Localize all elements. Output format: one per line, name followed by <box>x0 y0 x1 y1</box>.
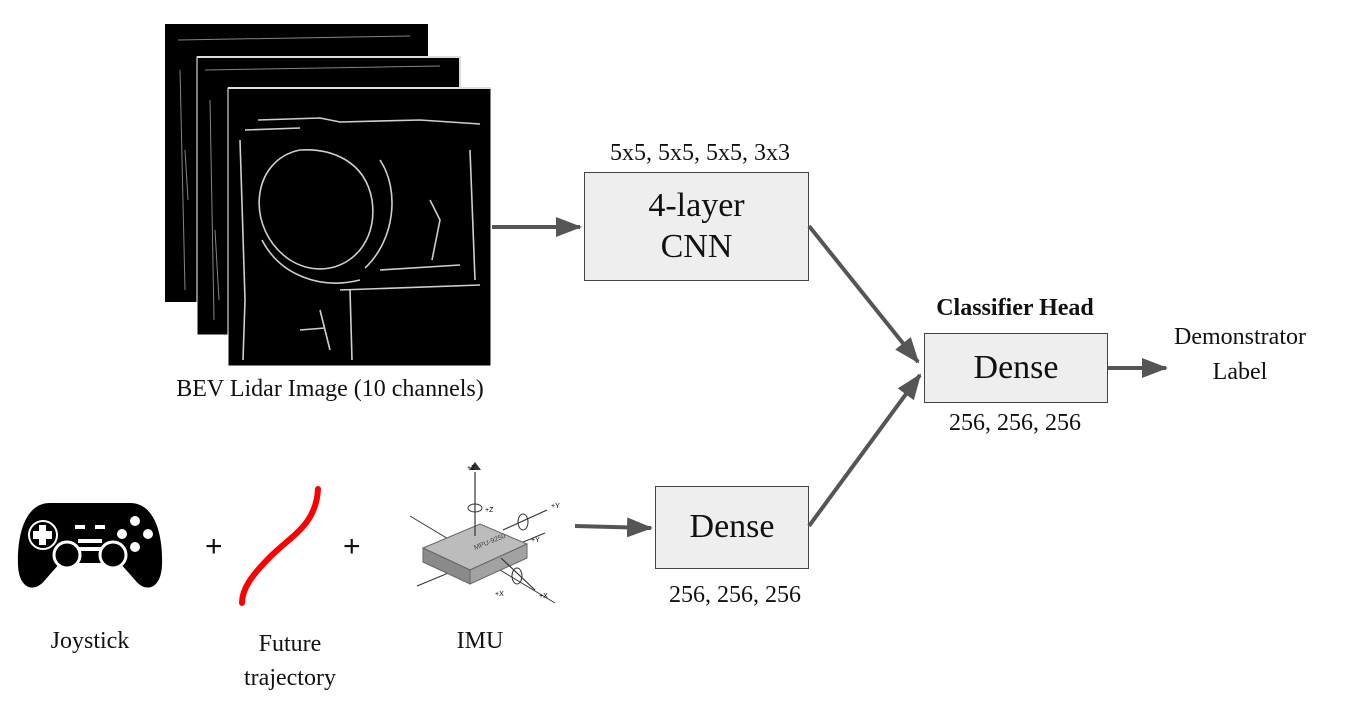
arrow-cnn-to-classifier <box>807 224 920 364</box>
joystick-icon <box>17 503 163 588</box>
cnn-label-line1: 4-layer <box>648 186 745 224</box>
arrow-inputs-to-dense <box>574 517 653 538</box>
cnn-label-line2: CNN <box>660 227 733 265</box>
trajectory-label-line1: Future <box>258 631 322 657</box>
imu-axis-y1: +Y <box>551 503 560 510</box>
imu-icon: MPU-9250 +Z +Z +Y +Y +X +X <box>409 462 560 604</box>
lower-dense-sizes: 256, 256, 256 <box>669 582 801 608</box>
imu-axis-y2: +Y <box>531 537 540 544</box>
lidar-points <box>239 117 481 361</box>
plus-sign-1: + <box>205 530 223 563</box>
trajectory-label: Future trajectory <box>215 628 365 695</box>
imu-axis-z1: +Z <box>467 465 476 472</box>
output-label-line2: Label <box>1212 358 1268 385</box>
cnn-box: 4-layer CNN <box>584 172 809 281</box>
plus-sign-2: + <box>343 530 361 563</box>
lidar-image-stack <box>165 24 492 367</box>
output-label-line1: Demonstrator <box>1174 324 1306 350</box>
lower-dense-box: Dense <box>655 486 809 569</box>
lidar-caption: BEV Lidar Image (10 channels) <box>176 376 484 402</box>
joystick-label: Joystick <box>50 628 130 654</box>
classifier-sizes: 256, 256, 256 <box>949 410 1081 436</box>
arrow-dense-to-classifier <box>807 373 922 528</box>
classifier-head-title: Classifier Head <box>936 295 1094 321</box>
imu-axis-x1: +X <box>495 591 504 598</box>
cnn-kernel-sizes: 5x5, 5x5, 5x5, 3x3 <box>610 140 790 166</box>
trajectory-icon <box>239 486 321 606</box>
classifier-dense-box: Dense <box>924 333 1108 403</box>
output-label: Demonstrator Label <box>1145 320 1335 390</box>
imu-axis-x2: +X <box>539 593 548 600</box>
imu-label: IMU <box>456 628 504 654</box>
imu-axis-z2: +Z <box>485 507 494 514</box>
trajectory-label-line2: trajectory <box>244 664 336 691</box>
